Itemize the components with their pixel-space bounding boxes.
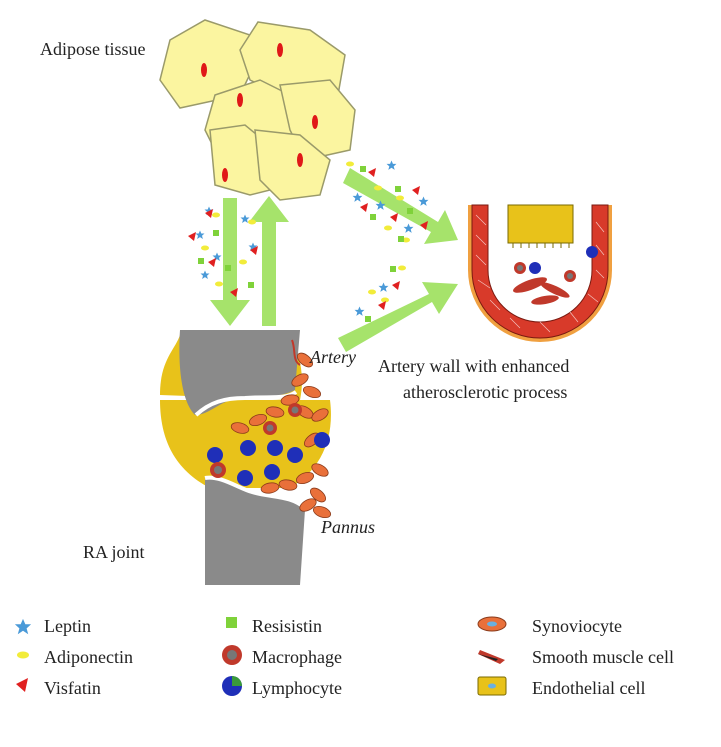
artery-label: Artery (310, 347, 356, 367)
ra-joint-label: RA joint (83, 542, 145, 562)
legend-macrophage: Macrophage (252, 647, 342, 667)
molecule-cluster-lower (354, 265, 406, 322)
legend-synoviocyte: Synoviocyte (532, 616, 622, 636)
adipose-tissue (159, 19, 356, 201)
arrows (210, 168, 458, 352)
pannus-label: Pannus (321, 517, 375, 537)
artery-wall-title-line1: Artery wall with enhanced (378, 356, 570, 376)
molecule-cluster-upper (346, 160, 429, 243)
legend-smooth-muscle-cell: Smooth muscle cell (532, 647, 674, 667)
legend-adiponectin: Adiponectin (44, 647, 133, 667)
artery-wall (468, 204, 612, 342)
legend-visfatin: Visfatin (44, 678, 101, 698)
adipose-tissue-label: Adipose tissue (40, 39, 146, 59)
legend-lymphocyte: Lymphocyte (252, 678, 342, 698)
ra-joint (160, 330, 332, 585)
legend-resisistin: Resisistin (252, 616, 323, 636)
legend-icons (14, 616, 507, 696)
legend-endothelial-cell: Endothelial cell (532, 678, 646, 698)
artery-wall-title-line2: atherosclerotic process (403, 382, 568, 402)
molecule-cluster-left (188, 206, 258, 297)
legend-leptin: Leptin (44, 616, 91, 636)
